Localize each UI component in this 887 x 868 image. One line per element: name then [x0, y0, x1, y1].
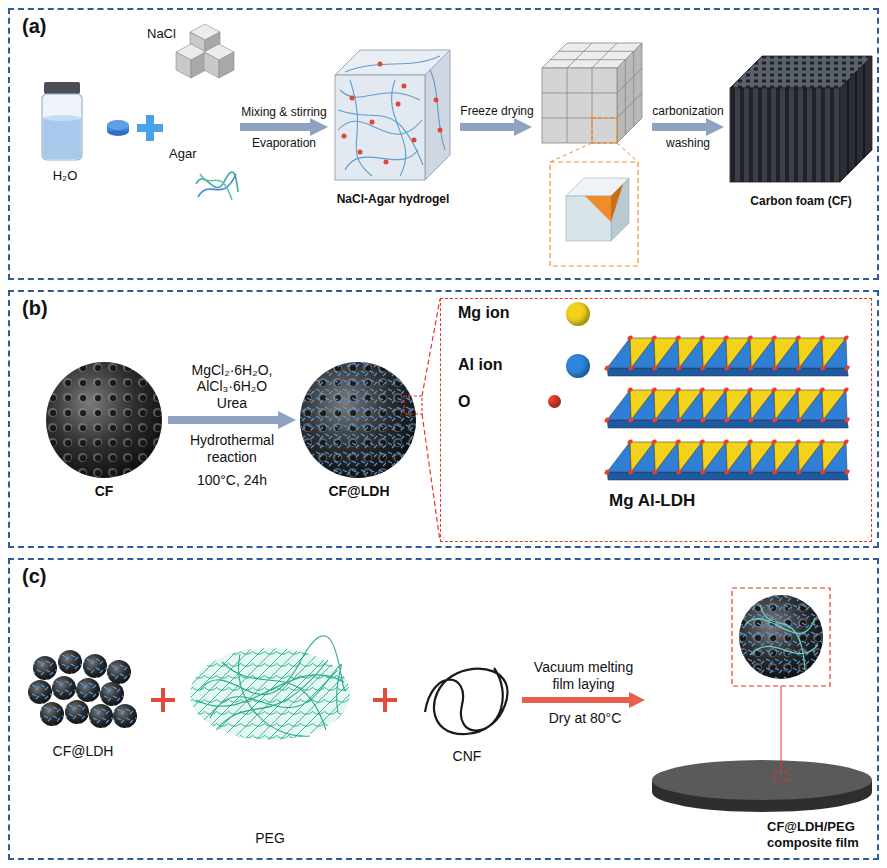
ldh-sphere: CF@LDH	[296, 355, 422, 515]
item-label: CF@LDH	[328, 483, 389, 500]
step-label: Freeze drying	[460, 104, 533, 118]
carbon-foam-block	[730, 56, 872, 182]
carbon-foam-block: Carbon foam (CF)	[727, 50, 875, 215]
item-label: PEG	[255, 830, 285, 847]
label-slot: 100°C, 24h	[197, 472, 267, 489]
label-slot: Vacuum melting film laying	[525, 659, 643, 693]
ldh-layers	[602, 336, 863, 480]
cnf-fibers: CNF	[412, 650, 522, 775]
carbon-sphere	[46, 362, 162, 478]
item-label: H₂O	[53, 168, 78, 184]
label-slot: Evaporation	[252, 136, 316, 150]
label-slot: MgCl₂·6H₂O, AlCl₃·6H₂O Urea	[192, 362, 273, 412]
item-label: CF	[95, 483, 114, 500]
zoom-line	[422, 414, 440, 541]
freeze-dried-cube	[542, 43, 642, 143]
panel-frame: (b) CF CF@LDH Mg Al-LDH	[8, 290, 879, 548]
carbon-sphere: CF	[40, 355, 168, 515]
water-vial	[42, 82, 82, 160]
item-label: Mg Al-LDH	[609, 491, 695, 511]
hydrogel-cube	[335, 50, 450, 180]
item-label: CNF	[453, 748, 482, 765]
peg-chains: PEG	[185, 640, 355, 855]
label-slot: carbonization	[652, 104, 723, 118]
zoom-line	[422, 299, 440, 396]
atom-swatch	[566, 302, 590, 326]
legend-label: O	[458, 392, 470, 411]
item-label: CF@LDH/PEG composite film	[767, 819, 887, 850]
particle-cluster: CF@LDH	[22, 645, 144, 770]
step-label: Mixing & stirring	[241, 105, 326, 119]
agar-chains	[196, 172, 238, 200]
cnf-fibers	[425, 668, 508, 734]
item-label: Carbon foam (CF)	[750, 194, 851, 208]
zoom-detail	[550, 118, 638, 266]
label-slot: washing	[666, 136, 710, 150]
step-label: 100°C, 24h	[197, 472, 267, 489]
label-slot: Dry at 80°C	[549, 710, 622, 727]
step-label: Dry at 80°C	[549, 710, 622, 727]
process-arrow	[522, 697, 629, 703]
legend-label: Mg ion	[458, 303, 510, 322]
panel-frame: (a) NaClH₂O AgarNaCl-Agar hydrogel Carbon f…	[8, 8, 879, 280]
legend-row: O	[458, 392, 470, 411]
atom-swatch	[566, 354, 590, 378]
step-label: Evaporation	[252, 136, 316, 150]
ldh-structure-box: Mg Al-LDH	[440, 298, 872, 542]
agar-chains: Agar	[165, 112, 240, 207]
composite-film: CF@LDH/PEG composite film	[645, 585, 887, 857]
item-label: NaCl	[147, 26, 176, 42]
panel-letter: (b)	[22, 296, 48, 320]
label-slot: Hydrothermal reaction	[190, 432, 274, 466]
step-label: Hydrothermal reaction	[190, 432, 274, 466]
plus-sign	[137, 115, 163, 141]
label-slot: Mixing & stirring	[241, 105, 326, 119]
carbonization-arrow	[652, 118, 724, 136]
legend-label: Al ion	[458, 355, 502, 374]
item-label: Agar	[169, 146, 196, 162]
step-label: MgCl₂·6H₂O, AlCl₃·6H₂O Urea	[192, 362, 273, 412]
particle-cluster	[28, 650, 137, 728]
salt-crystals: NaCl	[145, 22, 235, 87]
legend-row: Mg ion	[458, 303, 510, 322]
item-label: CF@LDH	[53, 743, 114, 760]
panel-letter: (c)	[22, 564, 46, 588]
composite-film	[652, 588, 872, 812]
legend-row: Al ion	[458, 355, 502, 374]
ldh-sphere	[300, 362, 422, 478]
agar-disc	[107, 120, 129, 136]
water-vial: H₂O	[30, 78, 100, 196]
panel-frame: (c)CF@LDHPEGCNFCF@LDH/PEG composite film	[8, 558, 879, 860]
freeze-arrow	[460, 118, 532, 136]
panel-letter: (a)	[22, 14, 46, 38]
process-arrow	[240, 123, 310, 131]
label-slot: Freeze drying	[460, 104, 533, 118]
salt-cubes	[176, 24, 234, 78]
process-arrow	[168, 416, 278, 424]
peg-chains	[190, 636, 350, 740]
atom-swatch	[548, 395, 561, 408]
hydrogel-cube: NaCl-Agar hydrogel	[328, 44, 458, 216]
step-label: carbonization	[652, 104, 723, 118]
step-label: Vacuum melting film laying	[525, 659, 643, 693]
item-label: NaCl-Agar hydrogel	[337, 192, 450, 206]
step-label: washing	[666, 136, 710, 150]
